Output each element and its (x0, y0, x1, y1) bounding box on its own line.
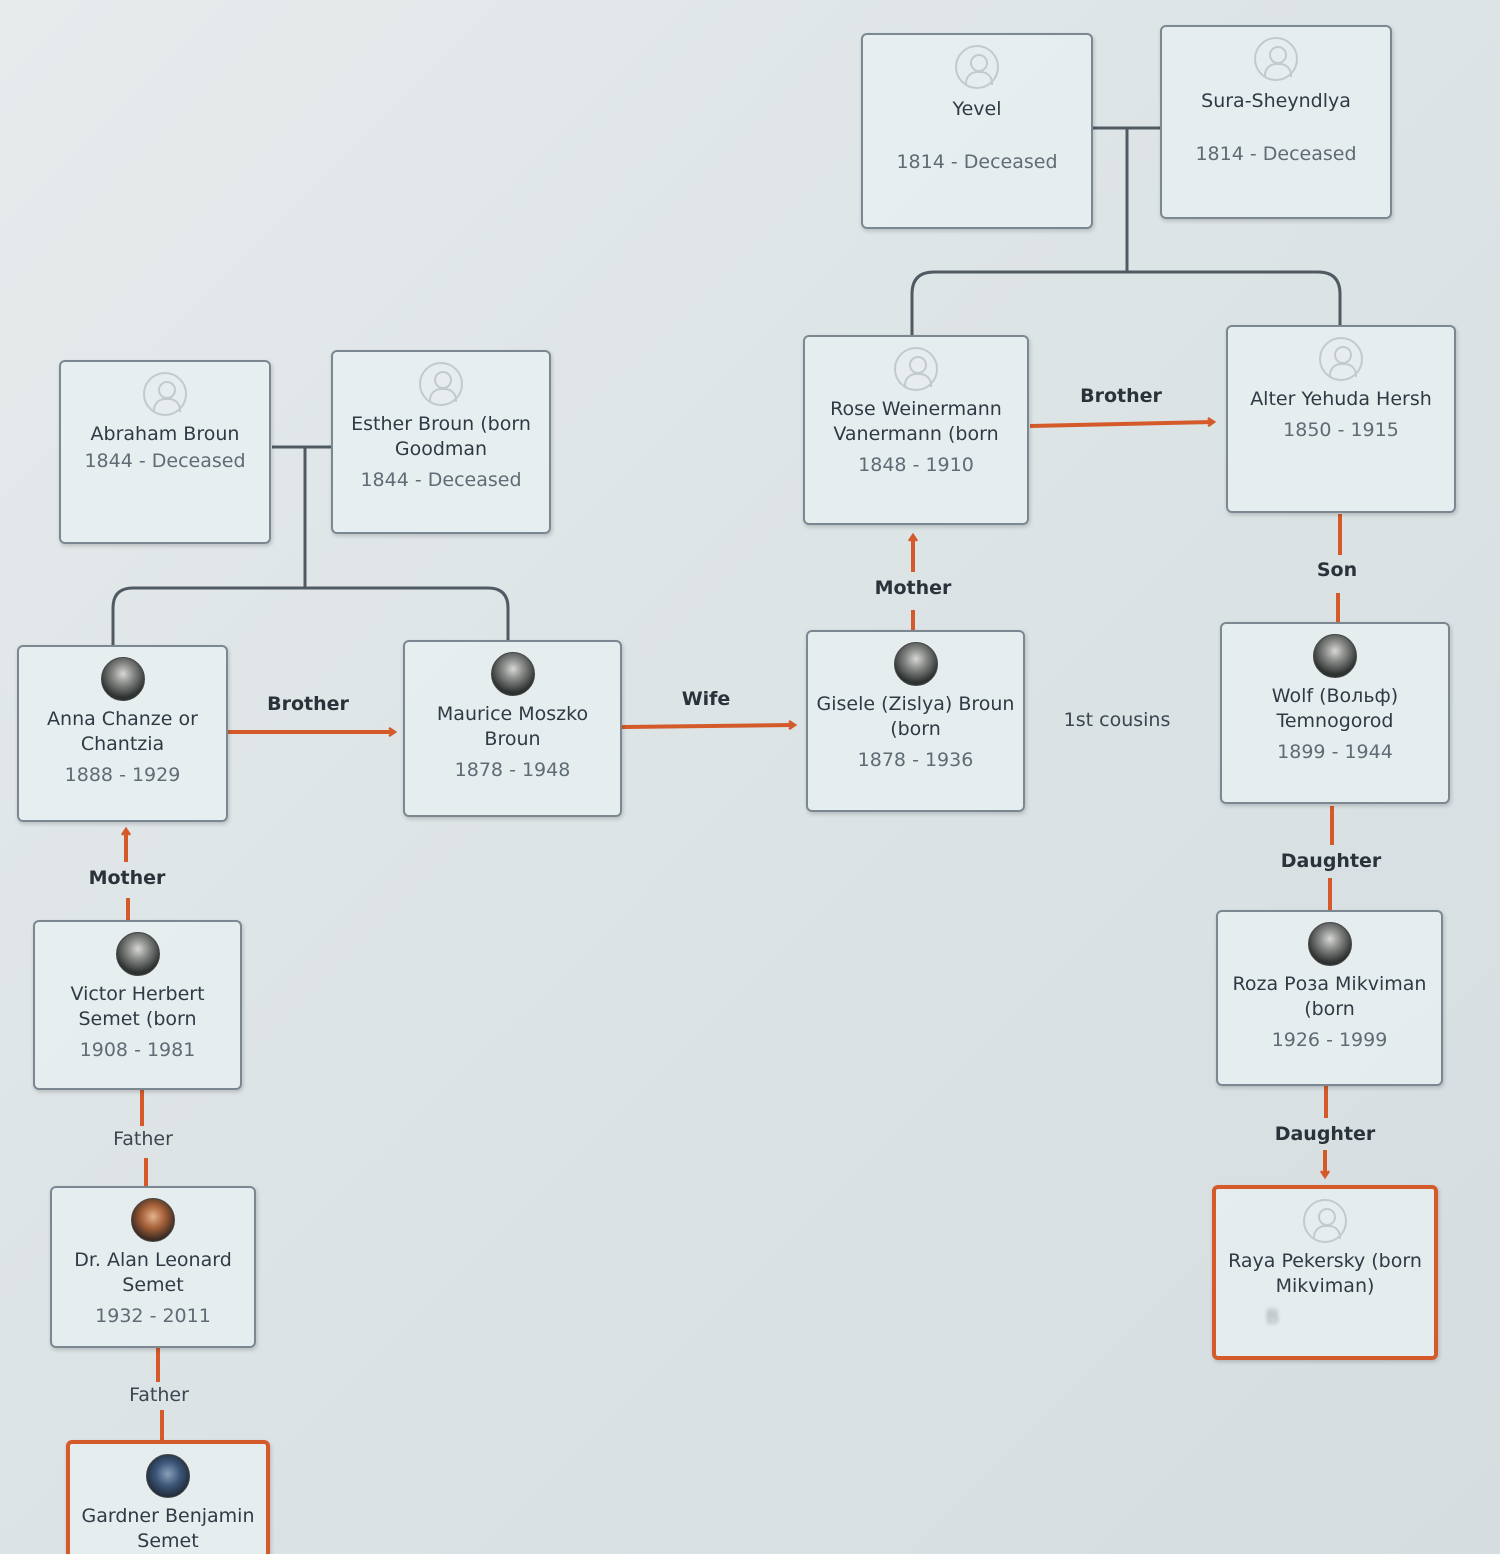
person-card-wolf-temnogorod[interactable]: Wolf (Вольф) Temnogorod 1899 - 1944 (1220, 622, 1450, 804)
arrow-maurice-to-gisele (621, 725, 794, 727)
person-card-anna-chanze[interactable]: Anna Chanze or Chantzia 1888 - 1929 (17, 645, 228, 822)
person-card-alter-yehuda-hersh[interactable]: Alter Yehuda Hersh 1850 - 1915 (1226, 325, 1456, 513)
person-name: Dr. Alan Leonard Semet (74, 1249, 232, 1296)
person-placeholder-icon (143, 372, 187, 416)
relation-label-brother: Brother (267, 693, 349, 715)
person-card-maurice-moszko-broun[interactable]: Maurice Moszko Broun 1878 - 1948 (403, 640, 622, 817)
person-photo (893, 642, 938, 686)
person-name: Rose Weinermann Vanermann (born (830, 398, 1002, 445)
person-photo (100, 657, 145, 701)
person-name: Wolf (Вольф) Temnogorod (1271, 685, 1399, 732)
person-years: 1926 - 1999 (1271, 1029, 1388, 1051)
person-name: Sura-Sheyndlya (1201, 90, 1351, 112)
person-name: Gardner Benjamin Semet (81, 1505, 255, 1552)
person-photo (146, 1454, 190, 1498)
relation-label-daughter: Daughter (1274, 1123, 1376, 1145)
person-name: Abraham Broun (90, 423, 240, 445)
person-card-yevel[interactable]: Yevel 1814 - Deceased (861, 33, 1093, 229)
person-photo (1313, 634, 1357, 678)
person-years: B (1266, 1306, 1280, 1328)
person-photo (1307, 922, 1352, 966)
person-photo (490, 652, 535, 696)
person-card-gardner-benjamin-semet[interactable]: Gardner Benjamin Semet (66, 1440, 270, 1554)
relation-label-son: Son (1316, 559, 1358, 581)
person-card-esther-broun[interactable]: Esther Broun (born Goodman 1844 - Deceas… (331, 350, 551, 534)
person-card-rose-weinermann[interactable]: Rose Weinermann Vanermann (born 1848 - 1… (803, 335, 1029, 525)
person-card-sura-sheyndlya[interactable]: Sura-Sheyndlya 1814 - Deceased (1160, 25, 1392, 219)
person-years: 1844 - Deceased (360, 469, 522, 491)
person-photo (131, 1198, 175, 1242)
person-photo (115, 932, 160, 976)
person-years: 1899 - 1944 (1277, 741, 1393, 763)
person-years: 1908 - 1981 (79, 1039, 196, 1061)
relation-label-wife: Wife (681, 688, 731, 710)
person-placeholder-icon (955, 45, 999, 89)
person-years: 1848 - 1910 (858, 454, 974, 476)
person-name: Victor Herbert Semet (born (70, 983, 205, 1030)
relation-label-brother: Brother (1080, 385, 1162, 407)
relation-label-daughter: Daughter (1280, 850, 1382, 872)
relation-connectors (126, 422, 1342, 1440)
person-placeholder-icon (894, 347, 938, 391)
person-years: 1878 - 1948 (454, 759, 571, 781)
person-card-abraham-broun[interactable]: Abraham Broun 1844 - Deceased (59, 360, 271, 544)
person-name: Maurice Moszko Broun (436, 703, 589, 750)
person-placeholder-icon (1254, 37, 1298, 81)
person-years: 1850 - 1915 (1283, 419, 1399, 441)
relation-label-1st-cousins: 1st cousins (1063, 709, 1171, 731)
person-name: Raya Pekersky (born Mikviman) (1228, 1250, 1422, 1297)
relation-label-father: Father (129, 1384, 189, 1406)
person-years: 1888 - 1929 (64, 764, 181, 786)
relation-label-mother: Mother (88, 867, 166, 889)
person-name: Yevel (952, 98, 1002, 120)
person-card-alan-leonard-semet[interactable]: Dr. Alan Leonard Semet 1932 - 2011 (50, 1186, 256, 1348)
person-name: Anna Chanze or Chantzia (47, 708, 198, 755)
person-years: 1878 - 1936 (857, 749, 974, 771)
person-placeholder-icon (1319, 337, 1363, 381)
person-card-victor-herbert-semet[interactable]: Victor Herbert Semet (born 1908 - 1981 (33, 920, 242, 1090)
person-placeholder-icon (1303, 1199, 1347, 1243)
relation-label-father: Father (113, 1128, 173, 1150)
person-years: 1814 - Deceased (1195, 143, 1357, 165)
arrow-rose-to-alter (1029, 422, 1213, 428)
person-years: 1844 - Deceased (84, 450, 246, 472)
family-connectors (111, 126, 1342, 645)
person-card-gisele-broun[interactable]: Gisele (Zislya) Broun (born 1878 - 1936 (806, 630, 1025, 812)
person-name: Gisele (Zislya) Broun (born (816, 693, 1015, 740)
person-name: Roza Роза Mikviman (born (1232, 973, 1427, 1020)
person-name: Esther Broun (born Goodman (351, 413, 531, 460)
person-card-raya-pekersky[interactable]: Raya Pekersky (born Mikviman) B (1212, 1185, 1438, 1360)
relation-label-mother: Mother (874, 577, 952, 599)
person-name: Alter Yehuda Hersh (1250, 388, 1432, 410)
person-years: 1814 - Deceased (896, 151, 1058, 173)
person-placeholder-icon (419, 362, 463, 406)
person-card-roza-mikviman[interactable]: Roza Роза Mikviman (born 1926 - 1999 (1216, 910, 1443, 1086)
person-years: 1932 - 2011 (95, 1305, 211, 1327)
